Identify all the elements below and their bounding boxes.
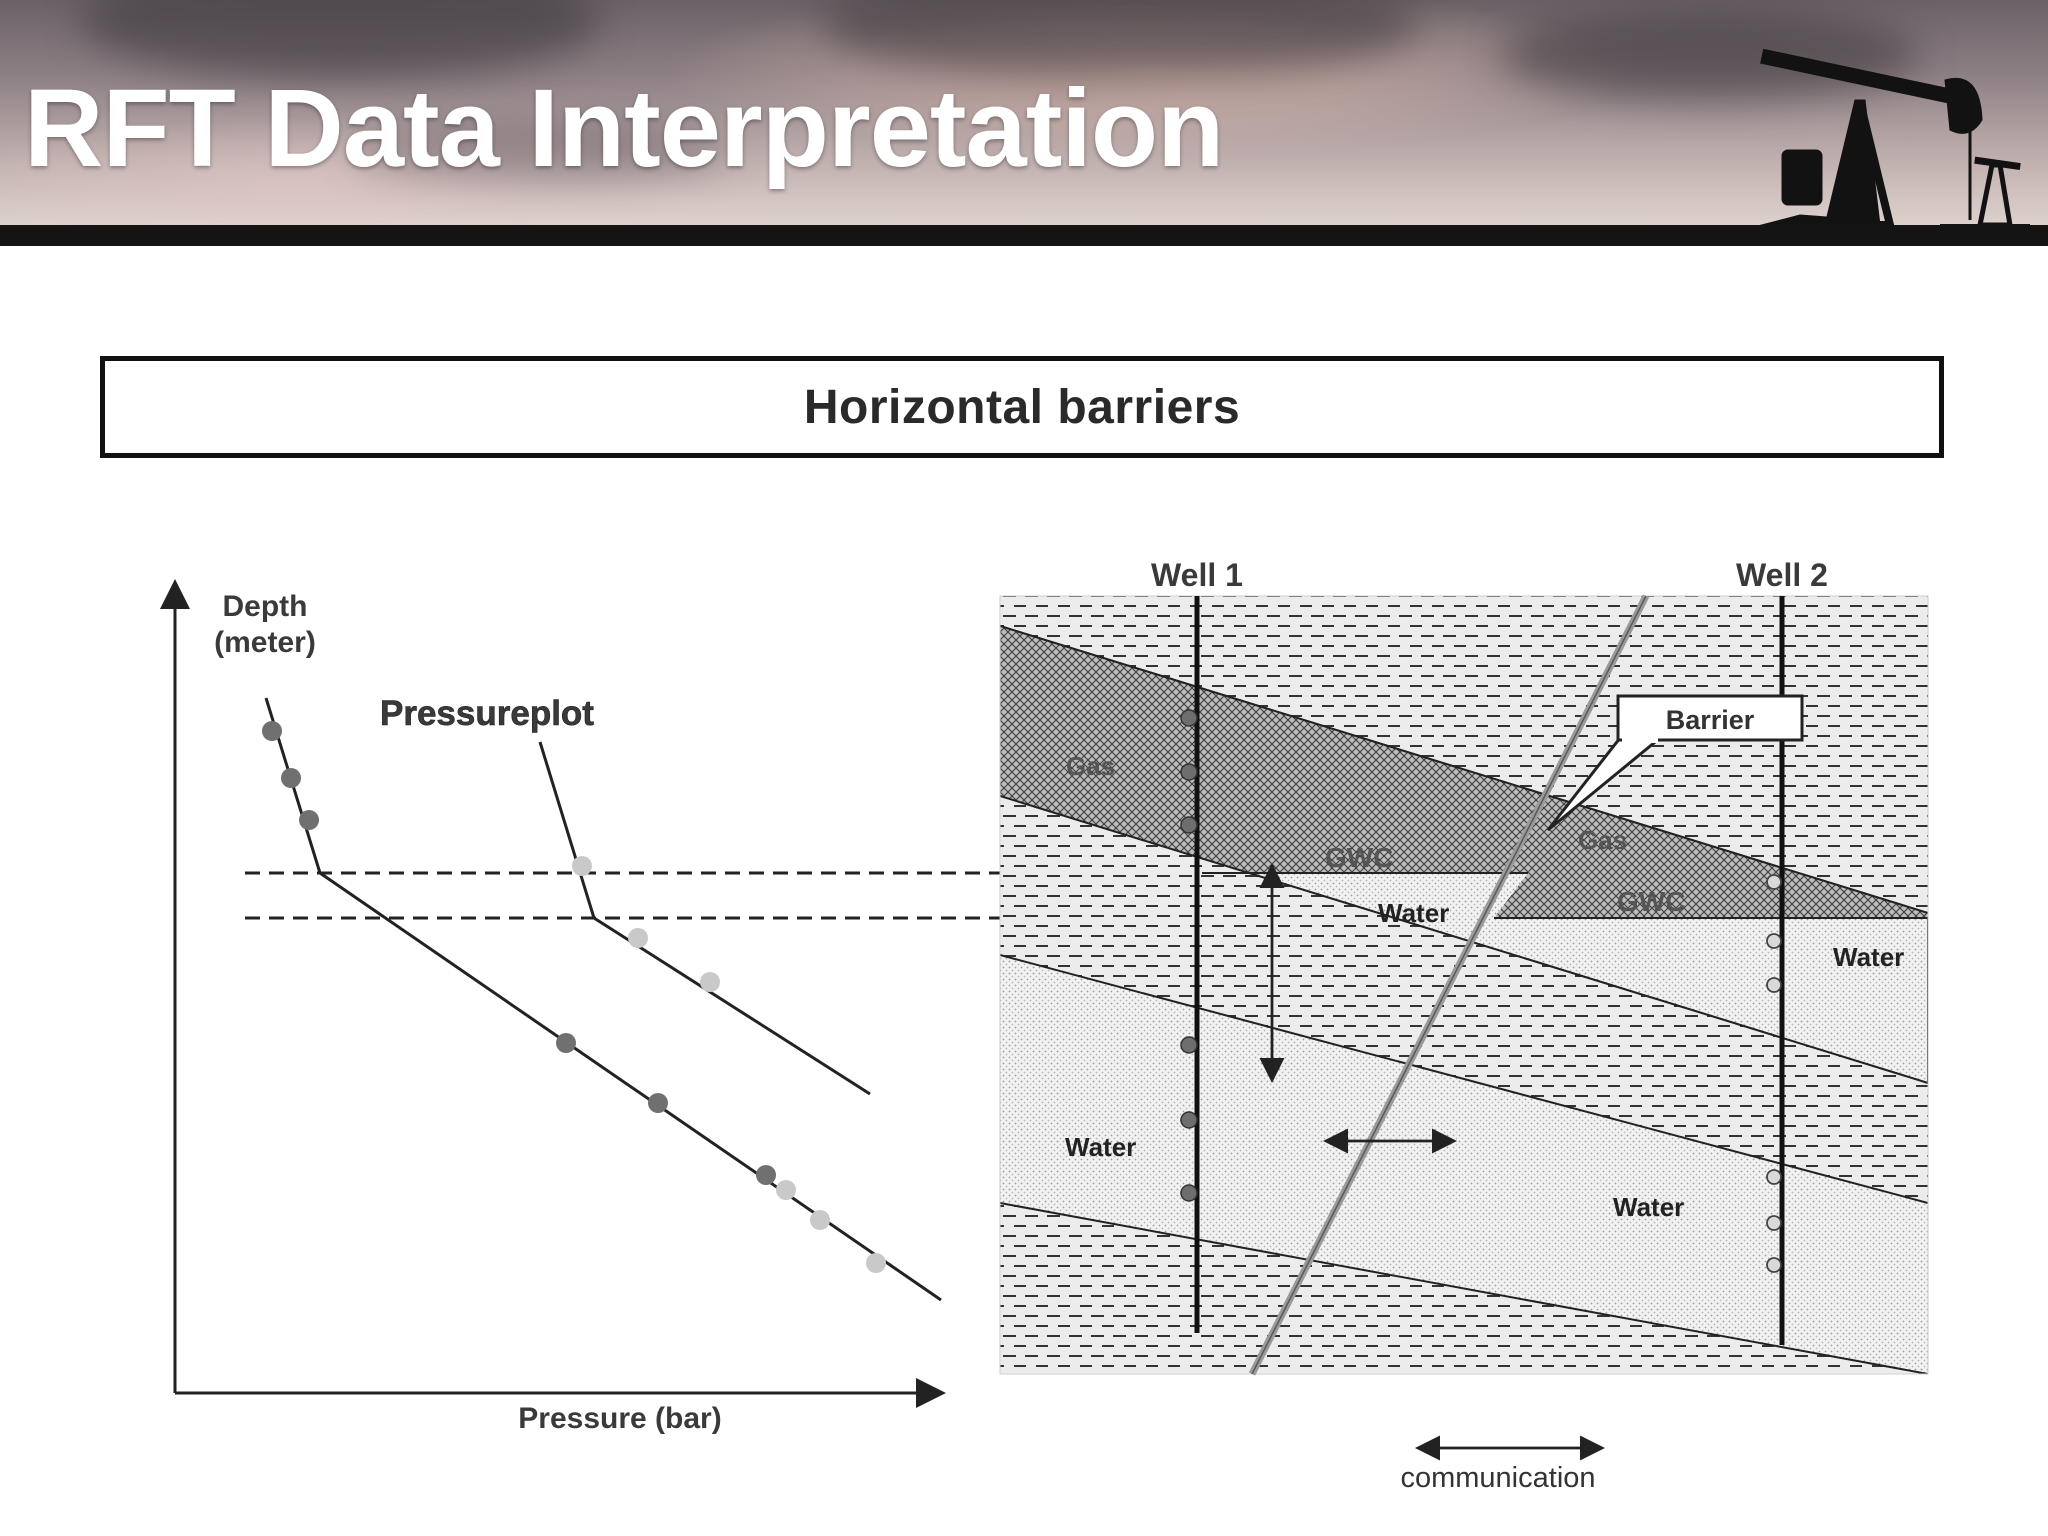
plot-title: Pressureplot [380, 694, 594, 733]
water-label-near-fault: Water [1378, 898, 1449, 928]
well-1-gauge [1180, 709, 1198, 727]
pressure-plot: Depth (meter) Pressure (bar) Pressureplo… [160, 579, 1000, 1435]
gwc-label-left: GWC [1325, 842, 1393, 873]
barrier-label: Barrier [1666, 705, 1755, 735]
well-1-gauge [1180, 763, 1198, 781]
pressure-point [810, 1210, 830, 1230]
reservoir-layer-lower [1000, 955, 1928, 1374]
section-title-box: Horizontal barriers [100, 356, 1944, 458]
well-2-gauge [1766, 933, 1782, 949]
gas-zone-right [1494, 795, 1928, 918]
y-axis-label-line1: Depth [223, 590, 308, 623]
gas-label-lower: Gas [1578, 825, 1627, 855]
y-axis-label-line2: (meter) [214, 626, 316, 659]
legend-communication-label: communication [1400, 1462, 1595, 1494]
pressure-point [700, 972, 720, 992]
gas-zone-left [1000, 626, 1545, 873]
well-1-gauge [1180, 1036, 1198, 1054]
gas-label-upper: Gas [1066, 751, 1115, 781]
well-2-gauge [1766, 1257, 1782, 1273]
legend: communication [1400, 1435, 1605, 1494]
pressure-point [628, 928, 648, 948]
pressure-point [776, 1180, 796, 1200]
cross-section: Well 1 Well 2 Barrier Gas Gas GWC GWC [999, 557, 1929, 1376]
barrier-callout [1616, 694, 1804, 742]
well-1-gauge [1180, 1184, 1198, 1202]
water-label-right: Water [1833, 942, 1904, 972]
pressure-point [756, 1165, 776, 1185]
well-2-gauge [1766, 977, 1782, 993]
water-label-bottom: Water [1613, 1192, 1684, 1222]
gwc-label-right: GWC [1617, 886, 1685, 917]
banner-strip [0, 225, 2048, 246]
header-banner: RFT Data Interpretation [0, 0, 2048, 246]
water-label-left: Water [1065, 1132, 1136, 1162]
page-title: RFT Data Interpretation [24, 67, 1224, 190]
well-1-gauge [1180, 1111, 1198, 1129]
well-2-gauge [1766, 1215, 1782, 1231]
well-2-label: Well 2 [1736, 557, 1828, 593]
pressure-point [866, 1253, 886, 1273]
well-1-label: Well 1 [1151, 557, 1243, 593]
pressure-point [281, 768, 301, 788]
pressure-point [572, 856, 592, 876]
well-2-gauge [1766, 1169, 1782, 1185]
well-1-gauge [1180, 816, 1198, 834]
pressure-point [299, 810, 319, 830]
pressure-point [648, 1093, 668, 1113]
pressure-point [262, 721, 282, 741]
x-axis-label: Pressure (bar) [518, 1402, 721, 1435]
section-title: Horizontal barriers [803, 380, 1241, 434]
pressure-curve-well-1 [264, 697, 942, 1302]
pressure-point [556, 1033, 576, 1053]
well-2-gauge [1766, 874, 1782, 890]
